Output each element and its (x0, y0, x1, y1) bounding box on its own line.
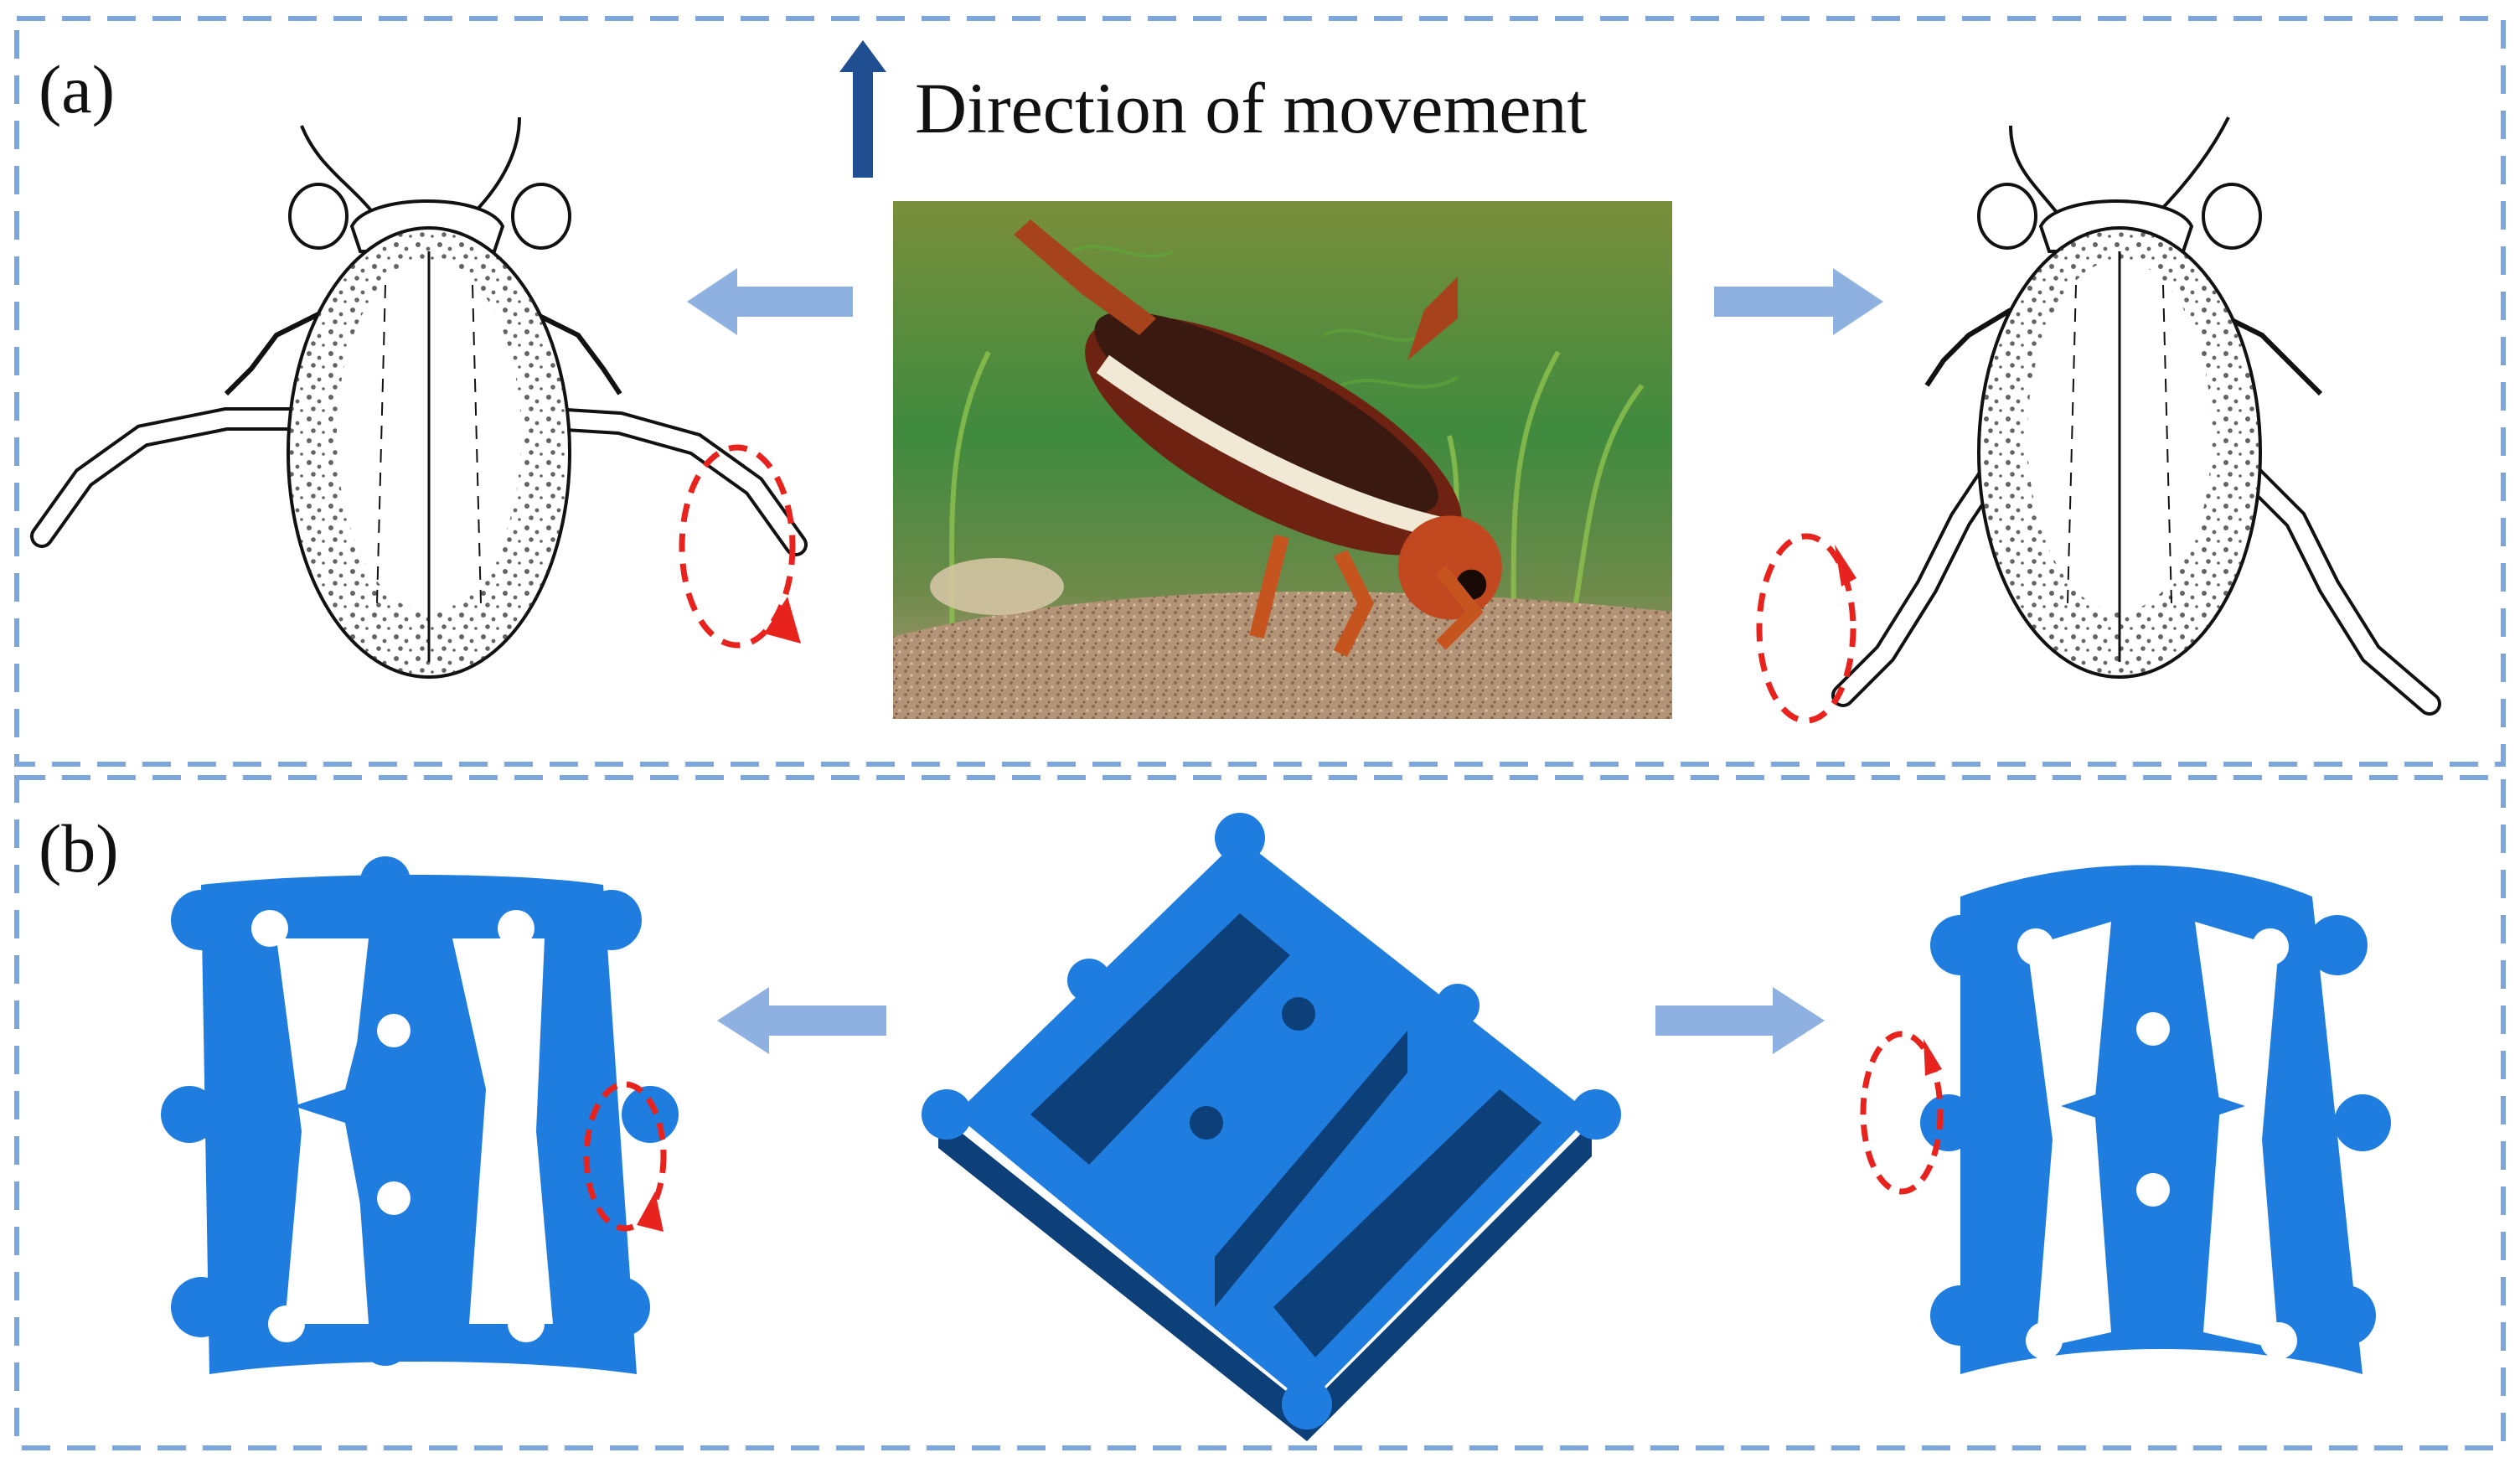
beetle-illustration-left (30, 116, 808, 679)
circular-arrow-icon (1756, 533, 1856, 724)
arrow-left-icon (687, 268, 853, 335)
circular-arrow-icon (583, 1081, 667, 1232)
beetle-illustration-right (1831, 116, 2441, 716)
circular-arrow-icon (1860, 1031, 1944, 1195)
beetle-photo (893, 201, 1672, 719)
mechanism-flat-left (161, 856, 679, 1374)
panel-b-frame (14, 775, 2506, 1450)
circular-arrow-icon (679, 444, 801, 649)
arrow-up-icon (839, 40, 886, 178)
panel-a-frame (14, 16, 2506, 767)
arrow-right-icon (1655, 987, 1825, 1054)
panel-a-label: (a) (39, 51, 115, 127)
mechanism-flat-right (1920, 865, 2391, 1374)
panel-b-label: (b) (39, 810, 119, 887)
arrow-left-icon (717, 987, 886, 1054)
legend-text: Direction of movement (915, 68, 1588, 148)
arrow-right-icon (1714, 268, 1883, 335)
mechanism-3d (922, 813, 1621, 1441)
